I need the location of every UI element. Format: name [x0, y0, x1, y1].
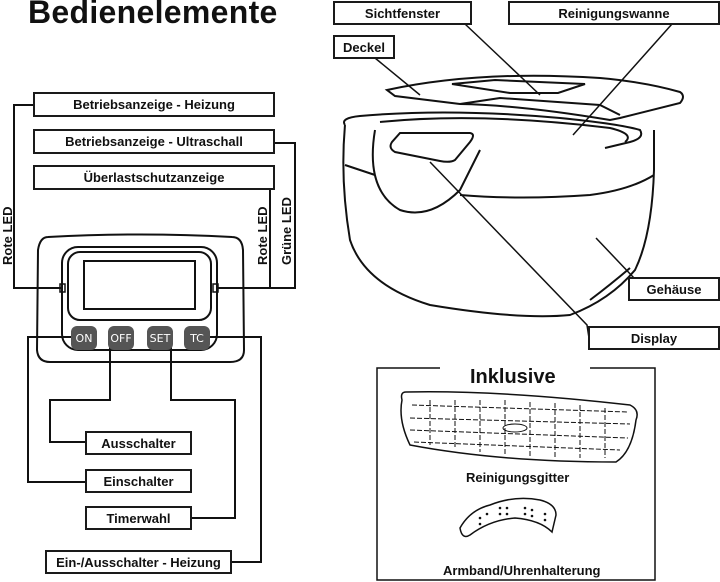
label-left-red-led: Rote LED: [0, 206, 15, 266]
leader-lid: [374, 57, 421, 96]
panel-screen-frame: [67, 251, 212, 321]
leader-set: [170, 345, 236, 519]
led-right: [212, 283, 219, 293]
led-left: [59, 283, 66, 293]
leader-on: [27, 336, 85, 483]
panel-lcd: [83, 260, 196, 310]
control-panel-outline: [35, 233, 246, 363]
caption-watch-holder: Armband/Uhrenhalterung: [443, 563, 601, 578]
label-display: Display: [588, 326, 720, 350]
page-title: Bedienelemente: [28, 0, 278, 30]
label-ultrasound-indicator: Betriebsanzeige - Ultraschall: [33, 129, 275, 154]
leader-window: [464, 23, 541, 96]
leader-tc: [210, 336, 262, 563]
housing: [342, 124, 655, 318]
label-off-switch: Ausschalter: [85, 431, 192, 455]
leader-off: [49, 345, 111, 443]
off-button[interactable]: OFF: [108, 326, 134, 350]
caption-cleaning-grid: Reinigungsgitter: [466, 470, 570, 485]
panel-inner-bezel: [61, 246, 218, 351]
included-box: [376, 367, 656, 581]
lid: [384, 74, 684, 122]
tank-rim: [343, 111, 643, 149]
leader-display: [429, 161, 590, 339]
label-right-red-led: Rote LED: [255, 206, 270, 266]
label-overload-indicator: Überlastschutzanzeige: [33, 165, 275, 190]
label-tank: Reinigungswanne: [508, 1, 720, 25]
set-button[interactable]: SET: [147, 326, 173, 350]
label-timer-select: Timerwahl: [85, 506, 192, 530]
cleaning-grid: [400, 391, 638, 463]
label-right-green-led: Grüne LED: [279, 197, 294, 265]
label-heating-indicator: Betriebsanzeige - Heizung: [33, 92, 275, 117]
label-housing: Gehäuse: [628, 277, 720, 301]
on-button[interactable]: ON: [71, 326, 97, 350]
leader-tank: [572, 23, 673, 136]
tc-button[interactable]: TC: [184, 326, 210, 350]
watch-holder: [459, 497, 557, 538]
label-heating-switch: Ein-/Ausschalter - Heizung: [45, 550, 232, 574]
label-window: Sichtfenster: [333, 1, 472, 25]
label-lid: Deckel: [333, 35, 395, 59]
label-on-switch: Einschalter: [85, 469, 192, 493]
included-title: Inklusive: [470, 366, 556, 388]
leader-ultrasound-led: [216, 142, 296, 289]
leader-housing: [595, 237, 635, 279]
